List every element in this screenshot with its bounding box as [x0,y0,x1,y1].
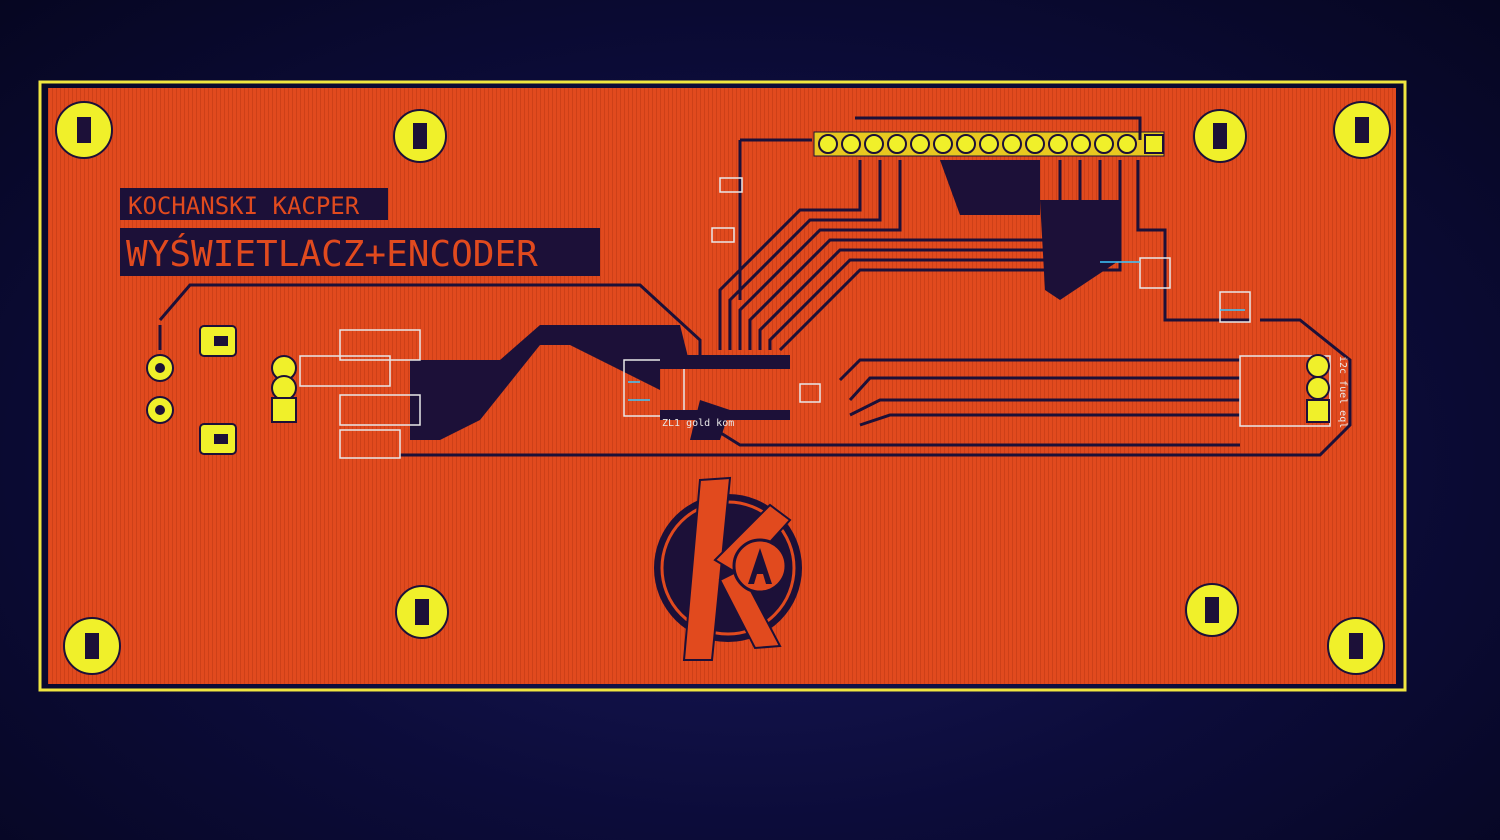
encoder-pins[interactable] [271,355,297,423]
title-label-bg [120,228,600,276]
silkscreen [299,177,1331,459]
encoder-connector[interactable] [146,325,237,455]
author-label: KOCHANSKI KACPER [128,192,360,220]
mcu-pins [660,355,790,420]
author-label-bg [120,188,388,220]
ka-logo [654,476,802,661]
i2c-label: i2c fuel eql [1337,356,1348,428]
mounting-hole-bottom-right[interactable] [1327,617,1385,675]
board-outline [38,80,1407,692]
mounting-holes [55,101,1391,675]
mounting-hole-top-3[interactable] [1193,109,1247,163]
mounting-hole-top-left[interactable] [55,101,113,159]
title-label: WYŚWIETLACZ+ENCODER [126,233,538,275]
i2c-connector[interactable] [1306,354,1330,423]
mcu-label: ZL1 gold kom [662,418,734,429]
display-header-connector[interactable] [813,131,1165,157]
mounting-hole-bottom-3[interactable] [1185,583,1239,637]
mcu-outline[interactable] [623,359,685,417]
mounting-hole-top-2[interactable] [393,109,447,163]
mounting-hole-top-right[interactable] [1333,101,1391,159]
mounting-hole-bottom-2[interactable] [395,585,449,639]
ratsnest [628,261,1245,401]
mounting-hole-bottom-left[interactable] [63,617,121,675]
